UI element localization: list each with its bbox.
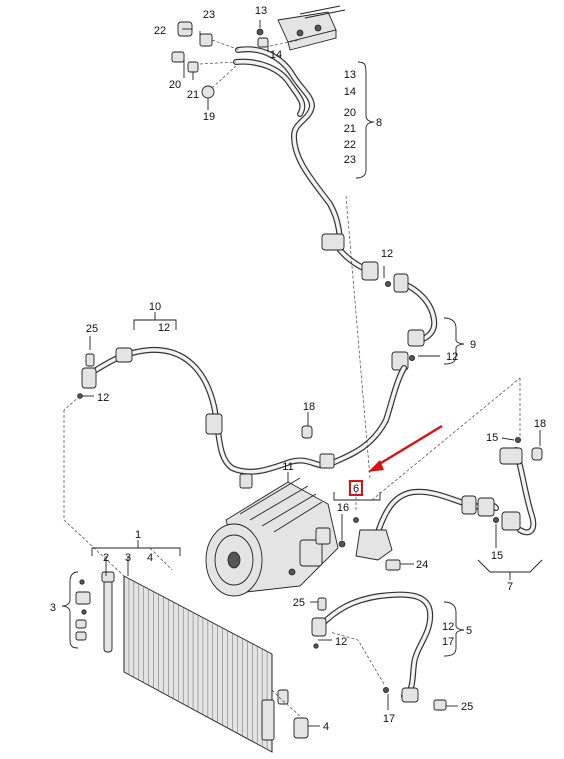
label-15-upper: 15 — [486, 432, 498, 444]
label-group5-12: 12 — [442, 621, 454, 633]
label-12-left: 12 — [97, 392, 109, 404]
label-group8-13: 13 — [344, 69, 356, 81]
label-group10-12: 12 — [158, 322, 170, 334]
label-12-upper: 12 — [381, 248, 393, 260]
label-17: 17 — [383, 713, 395, 725]
leader-lines — [61, 20, 543, 727]
hose-9 — [384, 273, 438, 371]
fitting-14a — [257, 37, 269, 48]
red-arrow-head — [368, 460, 384, 472]
switch-4 — [293, 717, 309, 739]
label-18-right: 18 — [534, 418, 546, 430]
hose-8 — [233, 46, 379, 281]
label-25-mid: 25 — [293, 597, 305, 609]
label-20: 20 — [169, 79, 181, 91]
label-9: 9 — [470, 339, 476, 351]
hose-5 — [311, 591, 447, 711]
label-11: 11 — [282, 461, 293, 473]
highlight-box-6 — [349, 480, 363, 496]
label-12-hose9: 12 — [446, 351, 458, 363]
label-group8-22: 22 — [344, 139, 356, 151]
label-group8-23: 23 — [344, 154, 356, 166]
red-arrow-shaft — [375, 424, 443, 468]
label-18-mid: 18 — [303, 401, 315, 413]
label-5: 5 — [466, 625, 472, 637]
label-13: 13 — [255, 5, 267, 17]
condenser-1 — [101, 571, 309, 753]
label-21: 21 — [187, 89, 199, 101]
hose-10 — [77, 346, 407, 489]
label-8: 8 — [376, 117, 382, 129]
fitting-20 — [171, 51, 185, 63]
fitting-21 — [187, 61, 199, 73]
label-1: 1 — [135, 529, 141, 541]
label-4: 4 — [323, 721, 329, 733]
oring-13a — [256, 28, 264, 36]
label-7: 7 — [507, 581, 513, 593]
callout-labels: 23 22 13 14 20 21 19 13 14 20 21 22 23 8… — [50, 5, 546, 733]
label-25-left: 25 — [86, 323, 98, 335]
label-25-bottom: 25 — [461, 701, 473, 713]
bracket-parts-3 — [75, 579, 91, 641]
bolt-24 — [385, 559, 401, 571]
top-connector-block — [277, 5, 346, 51]
hose-7 — [492, 436, 543, 536]
label-16: 16 — [337, 502, 349, 514]
label-group1-4: 4 — [147, 552, 153, 564]
label-6: 6 — [353, 483, 359, 495]
compressor-11 — [205, 477, 339, 597]
label-12-lower: 12 — [335, 636, 347, 648]
label-3: 3 — [50, 602, 56, 614]
receiver-drier — [103, 579, 113, 653]
label-group1-2: 2 — [103, 552, 109, 564]
label-23: 23 — [203, 9, 215, 21]
fitting-23 — [199, 33, 213, 47]
label-19: 19 — [203, 111, 215, 123]
hose-6-assembly — [338, 488, 499, 571]
label-22: 22 — [154, 25, 166, 37]
label-group8-20: 20 — [344, 107, 356, 119]
label-group1-3: 3 — [125, 552, 131, 564]
label-group5-17: 17 — [442, 636, 454, 648]
label-15-lower: 15 — [491, 550, 503, 562]
label-group8-14: 14 — [344, 86, 356, 98]
label-24: 24 — [416, 559, 428, 571]
label-10: 10 — [149, 301, 161, 313]
label-group8-21: 21 — [344, 123, 356, 135]
label-14: 14 — [270, 49, 282, 61]
